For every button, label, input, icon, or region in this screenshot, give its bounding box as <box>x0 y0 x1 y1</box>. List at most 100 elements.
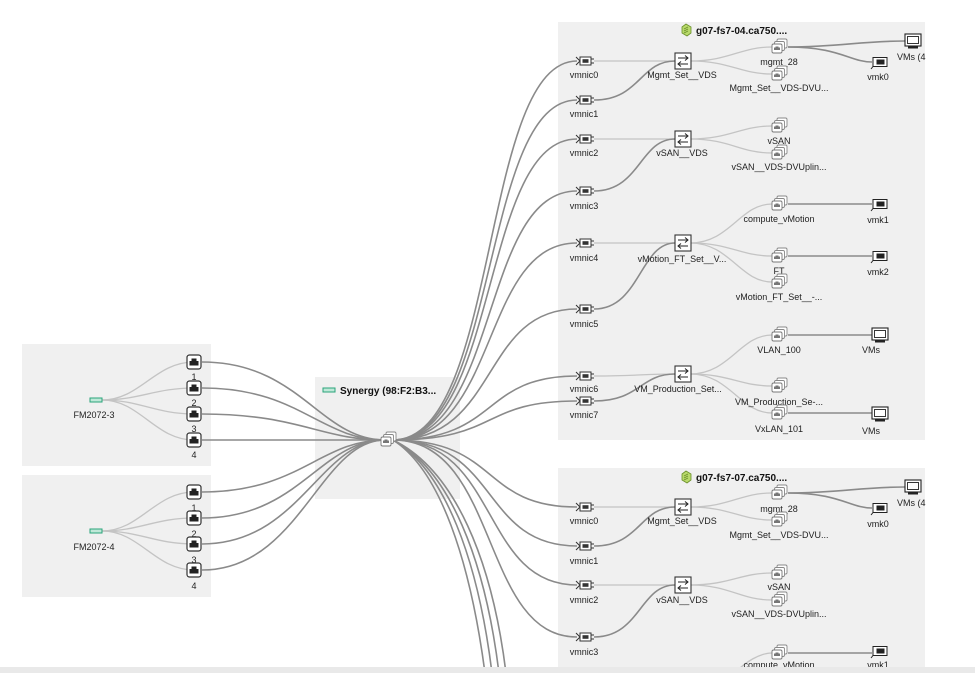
horizontal-scrollbar[interactable] <box>0 667 975 673</box>
ethernet-port-icon <box>186 562 202 578</box>
vmk1-h1[interactable]: vmk1 <box>867 199 889 226</box>
vmnic-h2-2[interactable]: vmnic2 <box>570 580 599 605</box>
ethernet-port-icon <box>186 484 202 500</box>
vmnic-h1-2[interactable]: vmnic2 <box>570 134 599 158</box>
vms-h1-vlan100[interactable]: VMs <box>862 327 889 355</box>
host-header-2[interactable]: g07-fs7-07.ca750.... <box>681 470 787 484</box>
portgroup-h1-vmprod-se[interactable]: VM_Production_Se-... <box>735 377 823 407</box>
vswitch-h1-mgmt[interactable]: Mgmt_Set__VDS <box>647 52 717 80</box>
vswitch-icon <box>674 576 692 594</box>
endpoint-label: vmk0 <box>867 519 889 529</box>
port-fm2072-4-2[interactable]: 2 <box>186 510 202 539</box>
port-label: 2 <box>191 529 196 539</box>
switch-fm2072-4[interactable]: FM2072-4 <box>73 528 115 552</box>
port-fm2072-3-4[interactable]: 4 <box>186 432 202 460</box>
port-fm2072-3-2[interactable]: 2 <box>186 380 202 408</box>
vmnic-h1-4[interactable]: vmnic4 <box>570 238 599 263</box>
vms-h1-mgmt[interactable]: VMs (4 <box>897 33 926 62</box>
portgroup-label: Mgmt_Set__VDS-DVU... <box>729 530 828 540</box>
vswitch-icon <box>674 52 692 70</box>
vmnic-h1-1[interactable]: vmnic1 <box>570 95 599 119</box>
portgroup-label: mgmt_28 <box>760 504 798 514</box>
portgroup-label: compute_vMotion <box>743 660 814 670</box>
vmk1-h2[interactable]: vmk1 <box>867 646 889 671</box>
vmnic-h1-6[interactable]: vmnic6 <box>570 371 599 394</box>
port-fm2072-4-4[interactable]: 4 <box>186 562 202 591</box>
vmnic-label: vmnic3 <box>570 201 599 211</box>
vmnic-h2-0[interactable]: vmnic0 <box>570 502 599 526</box>
portgroup-h1-compute-vmotion[interactable]: compute_vMotion <box>743 195 815 224</box>
portgroup-h1-ft[interactable]: FT <box>771 247 788 276</box>
port-label: 4 <box>191 581 196 591</box>
vmnic-h2-3[interactable]: vmnic3 <box>570 632 599 657</box>
portgroup-h2-vsan[interactable]: vSAN <box>767 564 791 592</box>
portgroup-h1-mgmt-dvu[interactable]: Mgmt_Set__VDS-DVU... <box>729 65 829 93</box>
vswitch-label: vSAN__VDS <box>656 148 708 158</box>
portgroup-h1-vsan-dvu[interactable]: vSAN__VDS-DVUplin... <box>731 144 827 172</box>
vmnic-label: vmnic0 <box>570 70 599 80</box>
switch-icon <box>322 387 336 393</box>
host-icon <box>681 470 692 484</box>
endpoint-label: vmk1 <box>867 660 889 670</box>
vmnic-label: vmnic0 <box>570 516 599 526</box>
port-fm2072-3-3[interactable]: 3 <box>186 406 202 434</box>
vmk0-h2[interactable]: vmk0 <box>867 503 889 530</box>
endpoint-label: VMs (4 <box>897 498 926 508</box>
vms-h2-mgmt[interactable]: VMs (4 <box>897 479 926 508</box>
portgroup-h2-mgmt28[interactable]: mgmt_28 <box>760 484 798 514</box>
endpoint-label: vmk1 <box>867 215 889 225</box>
vms-h1-vxlan101[interactable]: VMs <box>862 406 889 436</box>
portgroup-label: vSAN__VDS-DVUplin... <box>731 162 826 172</box>
vswitch-h1-vmotion[interactable]: vMotion_FT_Set__V... <box>638 234 727 264</box>
vswitch-label: vSAN__VDS <box>656 595 708 605</box>
portgroup-label: mgmt_28 <box>760 57 798 67</box>
vmnic-label: vmnic4 <box>570 253 599 263</box>
portgroup-h2-mgmt-dvu[interactable]: Mgmt_Set__VDS-DVU... <box>729 511 829 540</box>
host-header-1[interactable]: g07-fs7-04.ca750.... <box>681 23 787 37</box>
switch-fm2072-3[interactable]: FM2072-3 <box>73 397 115 420</box>
vswitch-h2-mgmt[interactable]: Mgmt_Set__VDS <box>647 498 717 526</box>
vmnic-h1-5[interactable]: vmnic5 <box>570 304 599 329</box>
portgroup-label: VM_Production_Se-... <box>735 397 823 407</box>
vswitch-label: VM_Production_Set... <box>634 384 722 394</box>
switch-label: FM2072-3 <box>73 410 114 420</box>
portgroup-h2-compute-vmotion[interactable]: compute_vMotion <box>743 644 815 670</box>
vmnic-h1-0[interactable]: vmnic0 <box>570 56 599 80</box>
endpoint-label: VMs (4 <box>897 52 926 62</box>
portgroup-label: vSAN <box>767 136 790 146</box>
port-fm2072-3-1[interactable]: 1 <box>186 354 202 382</box>
portgroup-label: vSAN <box>767 582 790 592</box>
portgroup-h1-vxlan101[interactable]: VxLAN_101 <box>755 404 803 434</box>
portgroup-h1-vsan[interactable]: vSAN <box>767 117 791 146</box>
port-label: 2 <box>191 398 196 408</box>
vmk0-h1[interactable]: vmk0 <box>867 57 889 83</box>
portgroup-label: VLAN_100 <box>757 345 801 355</box>
vmnic-label: vmnic7 <box>570 410 599 420</box>
ethernet-port-icon <box>186 432 202 448</box>
port-fm2072-4-1[interactable]: 1 <box>186 484 202 513</box>
vswitch-h2-vsan[interactable]: vSAN__VDS <box>656 576 708 605</box>
vmnic-h2-1[interactable]: vmnic1 <box>570 541 599 566</box>
vswitch-h1-vsan[interactable]: vSAN__VDS <box>656 130 708 158</box>
endpoint-label: VMs <box>862 426 881 436</box>
portgroup-h1-mgmt28[interactable]: mgmt_28 <box>760 38 798 67</box>
vmk2-h1[interactable]: vmk2 <box>867 251 889 278</box>
portgroup-h2-vsan-dvu[interactable]: vSAN__VDS-DVUplin... <box>731 591 827 619</box>
vmnic-label: vmnic2 <box>570 148 599 158</box>
host-icon <box>681 23 692 37</box>
ethernet-port-icon <box>186 354 202 370</box>
endpoint-label: VMs <box>862 345 881 355</box>
vmnic-label: vmnic5 <box>570 319 599 329</box>
host-label: g07-fs7-04.ca750.... <box>696 26 787 37</box>
vmnic-h1-7[interactable]: vmnic7 <box>570 396 599 420</box>
portgroup-h1-vmotion-ft[interactable]: vMotion_FT_Set__-... <box>736 273 823 302</box>
portgroup-label: vMotion_FT_Set__-... <box>736 292 823 302</box>
portgroup-h1-vlan100[interactable]: VLAN_100 <box>757 326 801 355</box>
switch-label: FM2072-4 <box>73 542 114 552</box>
port-fm2072-4-3[interactable]: 3 <box>186 536 202 565</box>
synergy-switch[interactable]: Synergy (98:F2:B3... <box>322 386 436 397</box>
switch-icon <box>89 397 103 403</box>
vmnic-h1-3[interactable]: vmnic3 <box>570 186 599 211</box>
vswitch-h1-vmprod[interactable]: VM_Production_Set... <box>634 365 722 394</box>
